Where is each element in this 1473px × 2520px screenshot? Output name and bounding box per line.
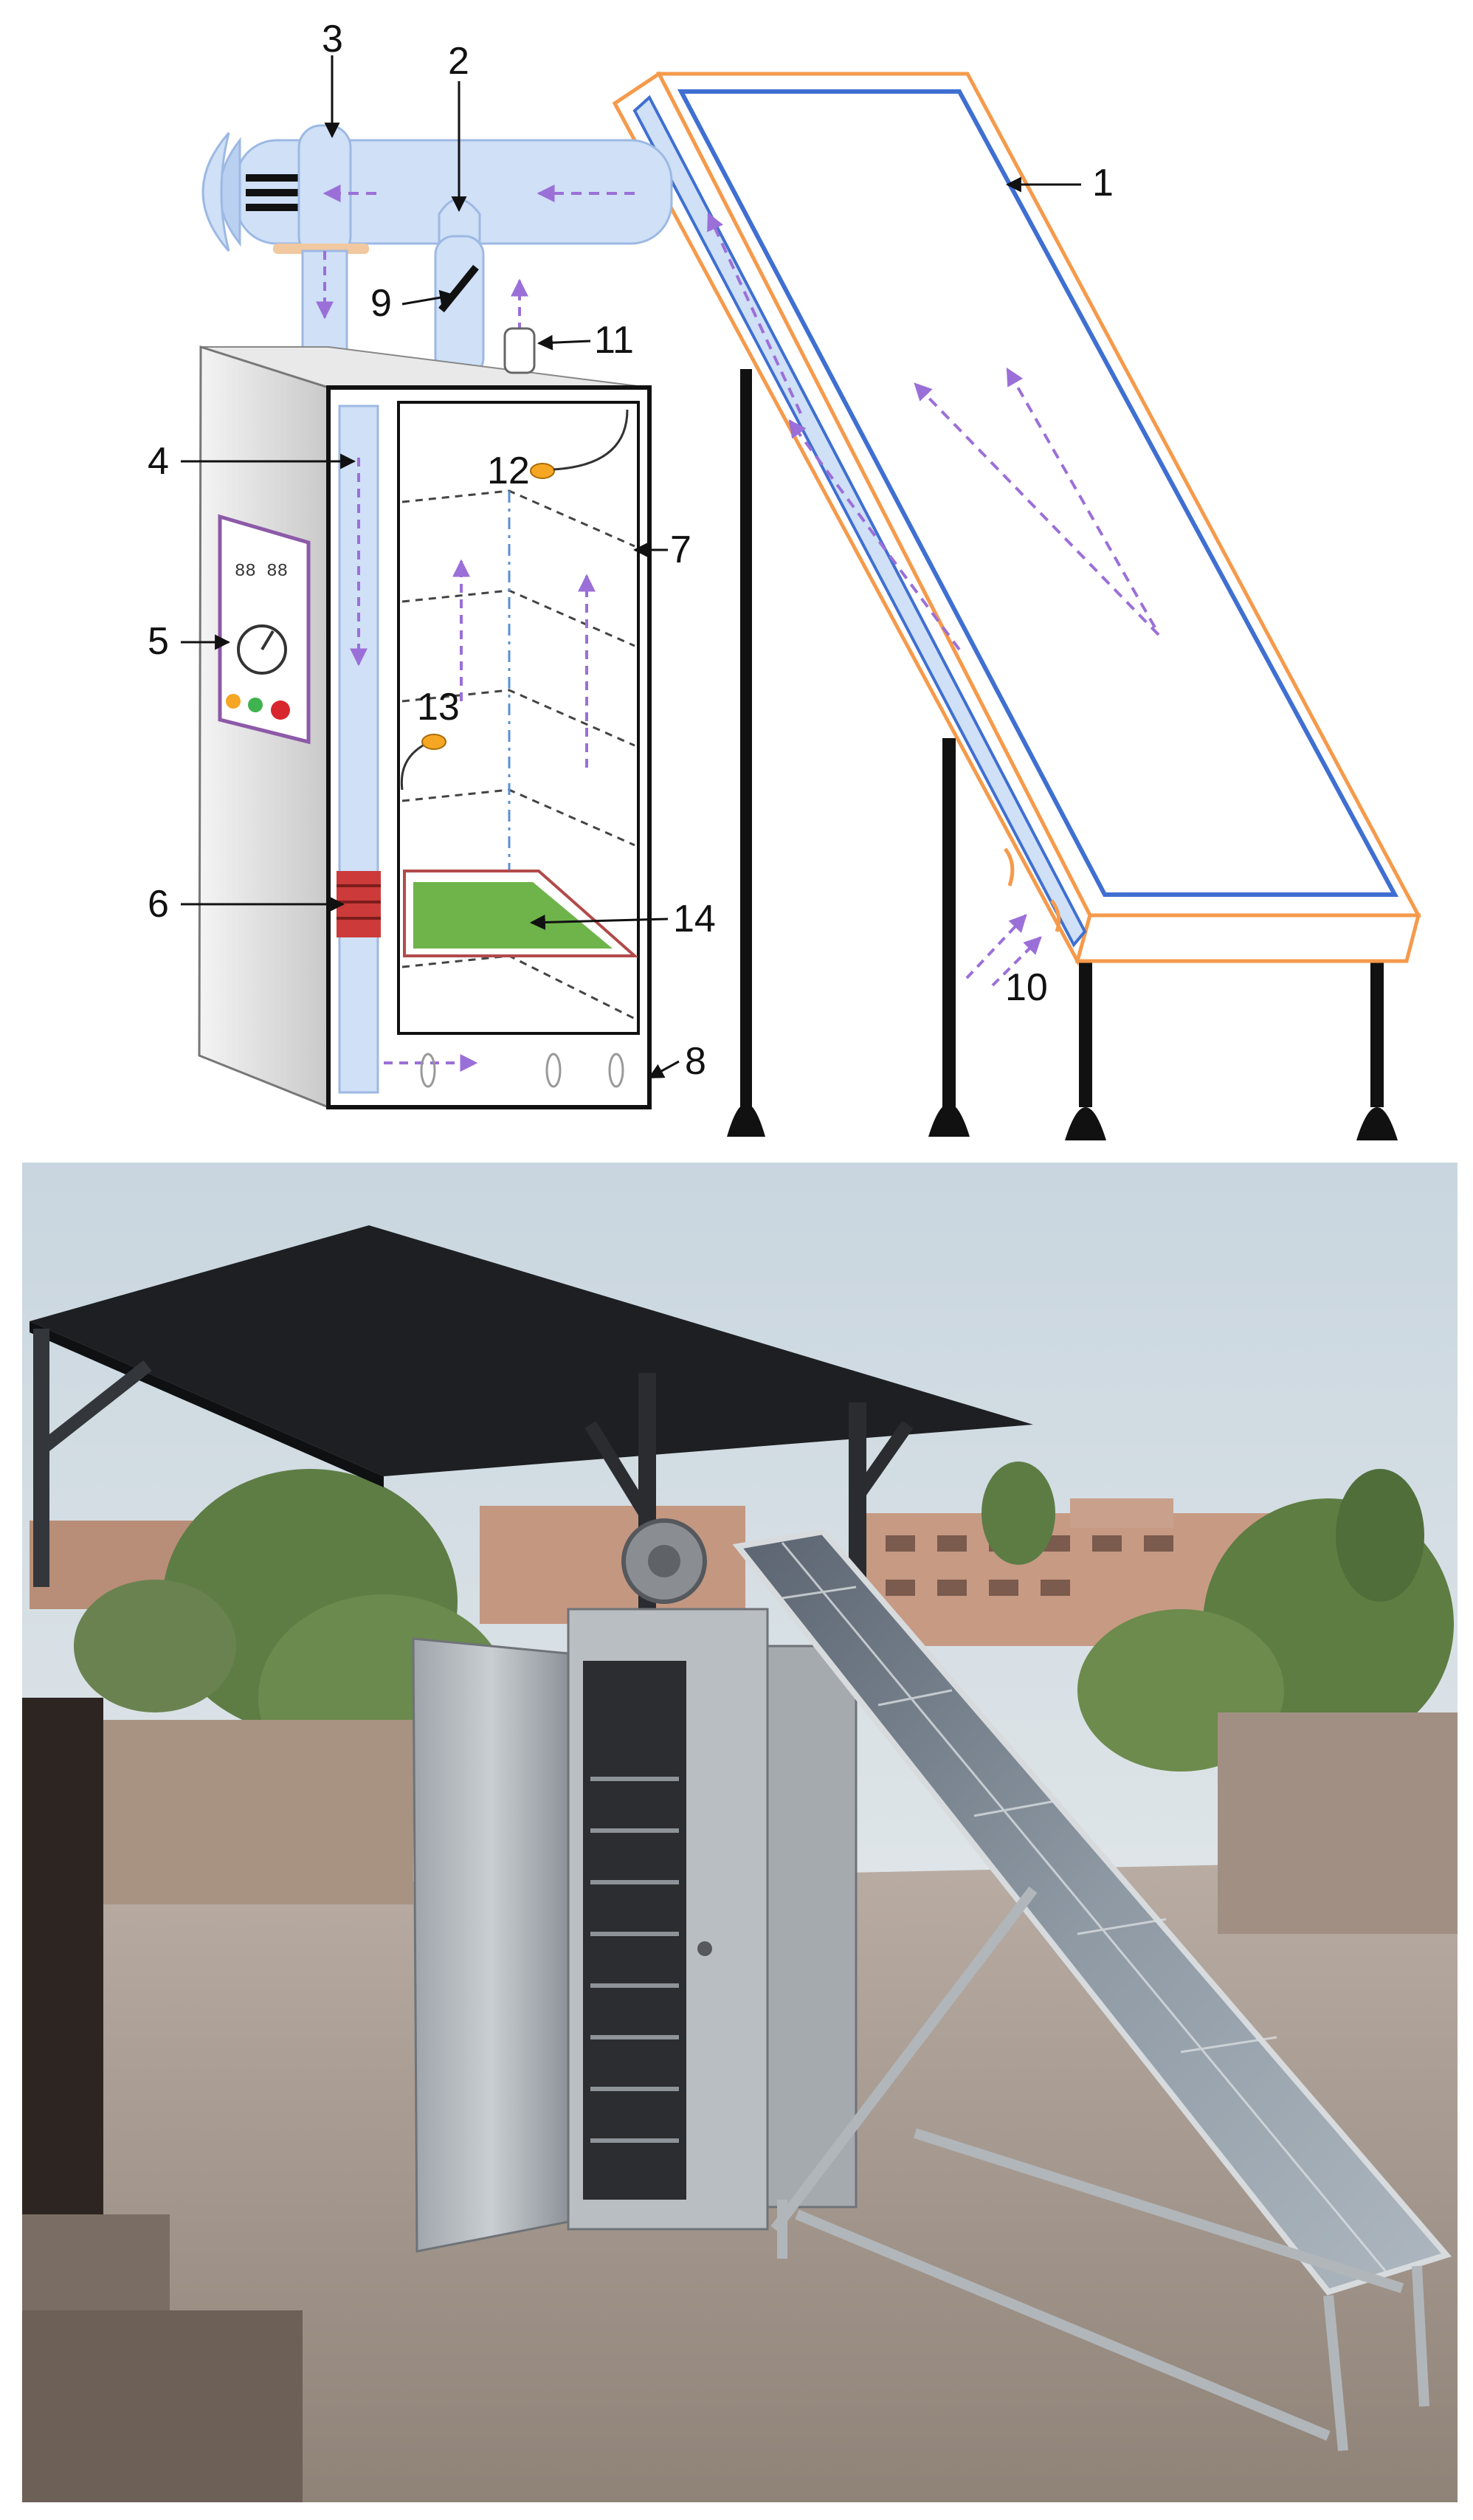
label-4: 4	[148, 440, 169, 483]
label-13: 13	[417, 686, 460, 729]
diagram-labels: 1 2 3 4 5 6 7 8 9 10 11 12 13 14	[148, 18, 1114, 1083]
label-7: 7	[670, 529, 691, 571]
label-3: 3	[322, 18, 343, 61]
label-6: 6	[148, 883, 169, 926]
label-1: 1	[1092, 162, 1114, 204]
label-11: 11	[594, 319, 634, 362]
label-14: 14	[673, 898, 716, 940]
collector-legs	[727, 369, 1398, 1140]
air-duct	[201, 124, 673, 378]
label-8: 8	[685, 1040, 706, 1083]
label-10: 10	[1005, 966, 1048, 1009]
drying-cabinet	[198, 327, 652, 1109]
solar-collector	[612, 71, 1422, 987]
solar-collector-photo	[732, 1528, 1452, 2451]
shade-canopy	[30, 1225, 1033, 1653]
schematic-diagram: 88 88 1 2 3 4 5 6	[148, 18, 1422, 1140]
meter-display: 88 88	[235, 562, 288, 582]
drying-cabinet-photo	[412, 1608, 858, 2253]
installation-photo	[22, 1163, 1458, 2502]
label-5: 5	[148, 620, 169, 663]
label-12: 12	[487, 450, 530, 492]
label-2: 2	[448, 40, 469, 83]
label-9: 9	[370, 282, 392, 325]
callout-lines	[181, 55, 1081, 1079]
control-panel: 88 88	[218, 514, 311, 745]
